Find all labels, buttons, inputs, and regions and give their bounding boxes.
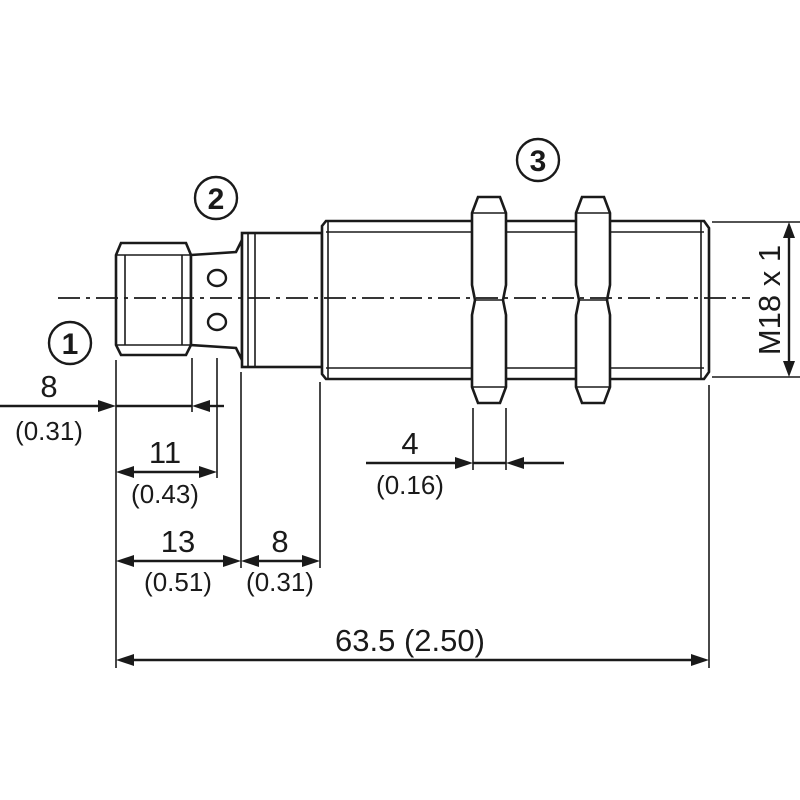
extension-lines (115, 358, 710, 668)
dim-nut-thickness: 4 (0.16) (366, 426, 564, 500)
led-window-top (206, 268, 228, 288)
dim-connector-inch: (0.31) (15, 416, 83, 446)
callout-3: 3 (515, 137, 561, 183)
callout-3-number: 3 (530, 145, 547, 178)
dim-led-inch: (0.43) (131, 479, 199, 509)
dim-unthreaded-mm: 8 (271, 524, 288, 559)
callout-2: 2 (193, 175, 239, 221)
dim-total-label: 63.5 (2.50) (335, 623, 485, 658)
dim-connector-length: 8 (0.31) (0, 369, 224, 446)
dim-unthreaded-length: 8 (0.31) (241, 524, 320, 597)
dim-total-length: 63.5 (2.50) (116, 623, 709, 666)
sensor-outline (114, 195, 711, 405)
dim-head-mm: 13 (161, 524, 195, 559)
dim-connector-mm: 8 (40, 369, 57, 404)
thread-size-label: M18 x 1 (752, 245, 787, 355)
dim-led-position: 11 (0.43) (116, 435, 217, 509)
collar (240, 231, 324, 369)
threaded-barrel (320, 219, 711, 381)
dim-unthreaded-inch: (0.31) (246, 567, 314, 597)
dim-head-inch: (0.51) (144, 567, 212, 597)
dim-nut-mm: 4 (401, 426, 418, 461)
callout-1: 1 (47, 320, 93, 366)
led-window-bottom (206, 312, 228, 332)
led-housing-outline (189, 239, 244, 361)
dim-led-mm: 11 (149, 435, 181, 470)
dim-nut-inch: (0.16) (376, 470, 444, 500)
callout-1-number: 1 (62, 328, 79, 361)
dim-head-length: 13 (0.51) (116, 524, 241, 597)
thread-dimension: M18 x 1 (712, 221, 800, 378)
connector-outline (114, 241, 193, 357)
callout-2-number: 2 (208, 183, 225, 216)
